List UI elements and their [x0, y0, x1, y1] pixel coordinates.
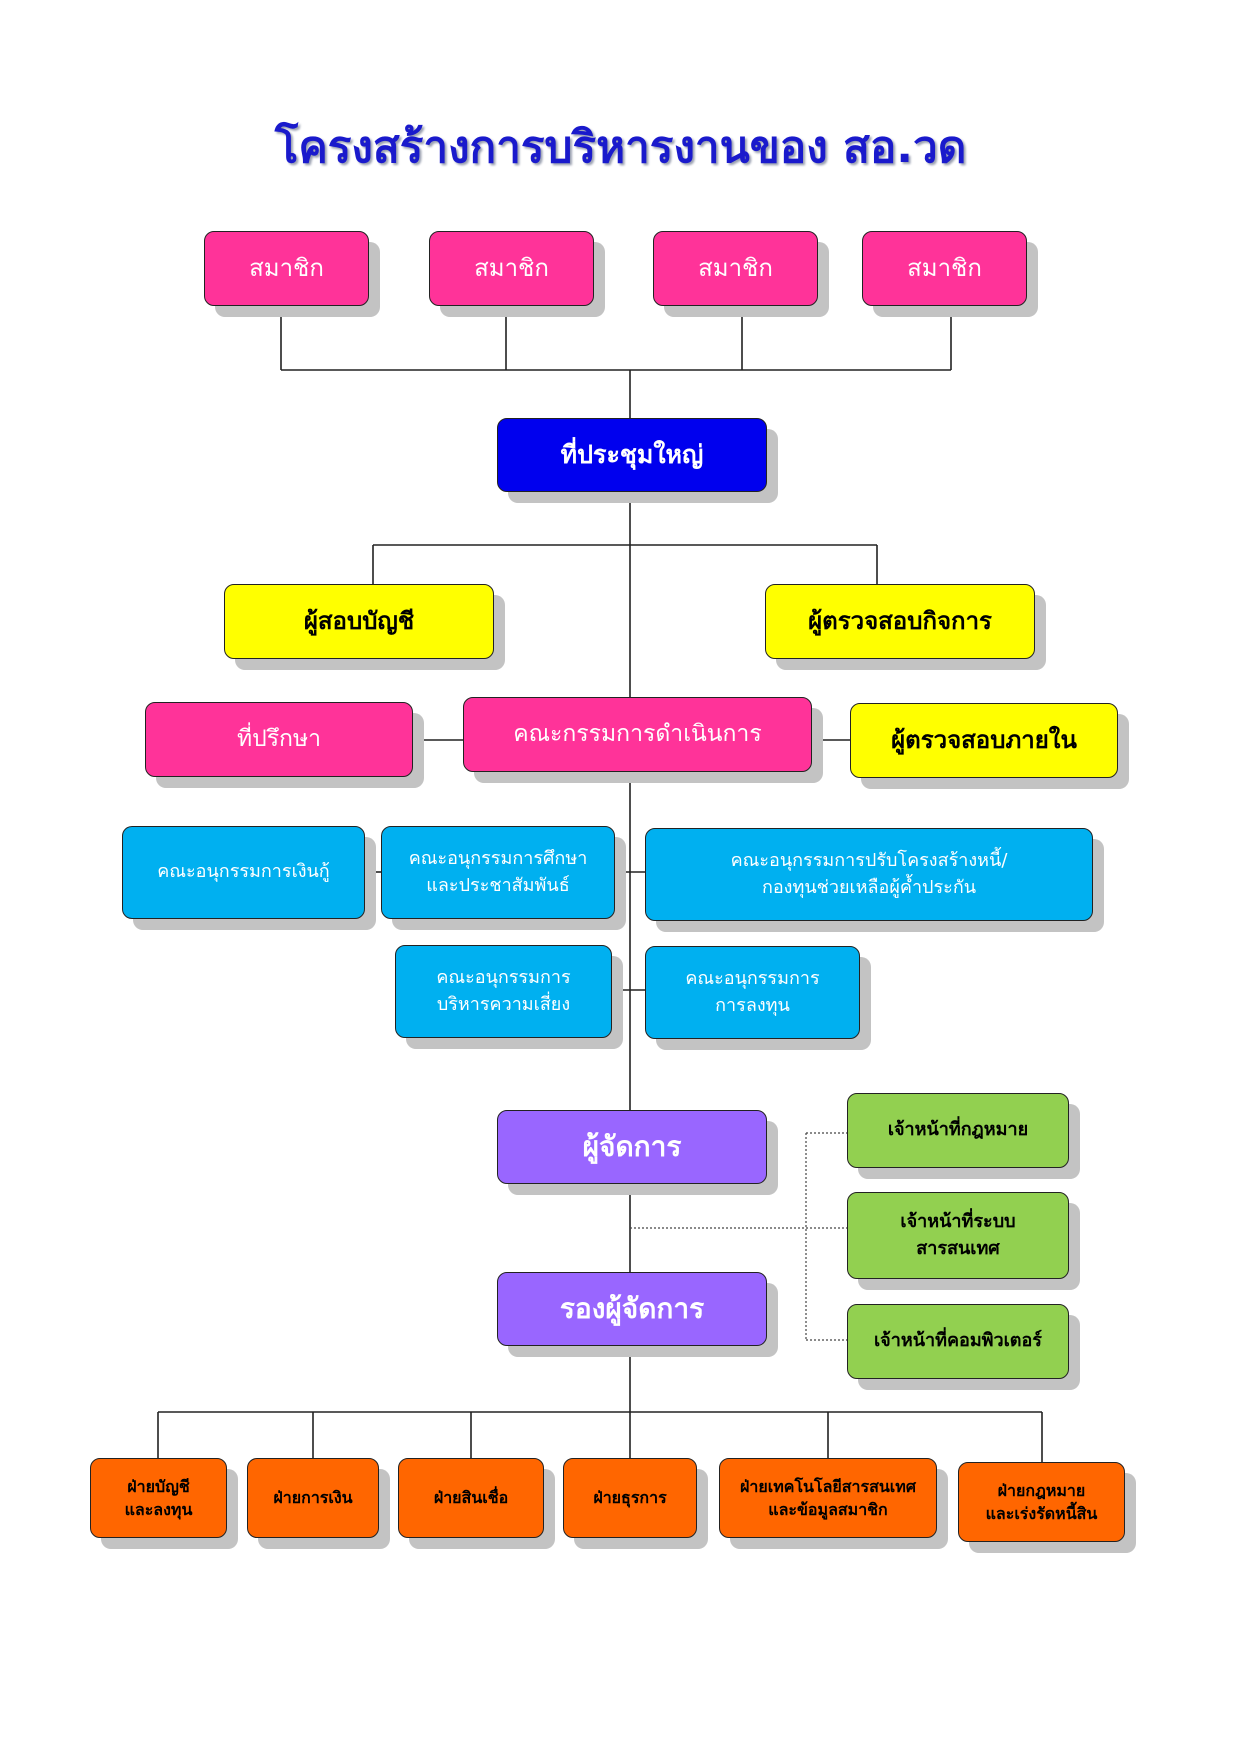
admin-department-box: ฝ่ายธุรการ	[563, 1458, 697, 1538]
member-box-4: สมาชิก	[862, 231, 1027, 306]
risk-subcommittee-box: คณะอนุกรรมการบริหารความเสี่ยง	[395, 945, 612, 1038]
advisor-box: ที่ปรึกษา	[145, 702, 413, 777]
investment-subcommittee-box: คณะอนุกรรมการการลงทุน	[645, 946, 860, 1039]
legal-officer-box: เจ้าหน้าที่กฎหมาย	[847, 1093, 1069, 1168]
deputy-manager-box: รองผู้จัดการ	[497, 1272, 767, 1346]
debt-restructuring-subcommittee-box: คณะอนุกรรมการปรับโครงสร้างหนี้/กองทุนช่ว…	[645, 828, 1093, 921]
credit-department-box: ฝ่ายสินเชื่อ	[398, 1458, 544, 1538]
member-box-2: สมาชิก	[429, 231, 594, 306]
board-box: คณะกรรมการดำเนินการ	[463, 697, 812, 772]
member-box-1: สมาชิก	[204, 231, 369, 306]
education-subcommittee-box: คณะอนุกรรมการศึกษาและประชาสัมพันธ์	[381, 826, 615, 919]
member-box-3: สมาชิก	[653, 231, 818, 306]
legal-department-box: ฝ่ายกฎหมายและเร่งรัดหนี้สิน	[958, 1462, 1125, 1542]
loan-subcommittee-box: คณะอนุกรรมการเงินกู้	[122, 826, 365, 919]
general-meeting-box: ที่ประชุมใหญ่	[497, 418, 767, 492]
it-officer-box: เจ้าหน้าที่ระบบสารสนเทศ	[847, 1192, 1069, 1279]
computer-officer-box: เจ้าหน้าที่คอมพิวเตอร์	[847, 1304, 1069, 1379]
business-inspector-box: ผู้ตรวจสอบกิจการ	[765, 584, 1035, 659]
finance-department-box: ฝ่ายการเงิน	[247, 1458, 379, 1538]
accounting-department-box: ฝ่ายบัญชีและลงทุน	[90, 1458, 227, 1538]
auditor-box: ผู้สอบบัญชี	[224, 584, 494, 659]
internal-auditor-box: ผู้ตรวจสอบภายใน	[850, 703, 1118, 778]
it-department-box: ฝ่ายเทคโนโลยีสารสนเทศและข้อมูลสมาชิก	[719, 1458, 937, 1538]
manager-box: ผู้จัดการ	[497, 1110, 767, 1184]
chart-title: โครงสร้างการบริหารงานของ สอ.วด	[274, 122, 967, 173]
